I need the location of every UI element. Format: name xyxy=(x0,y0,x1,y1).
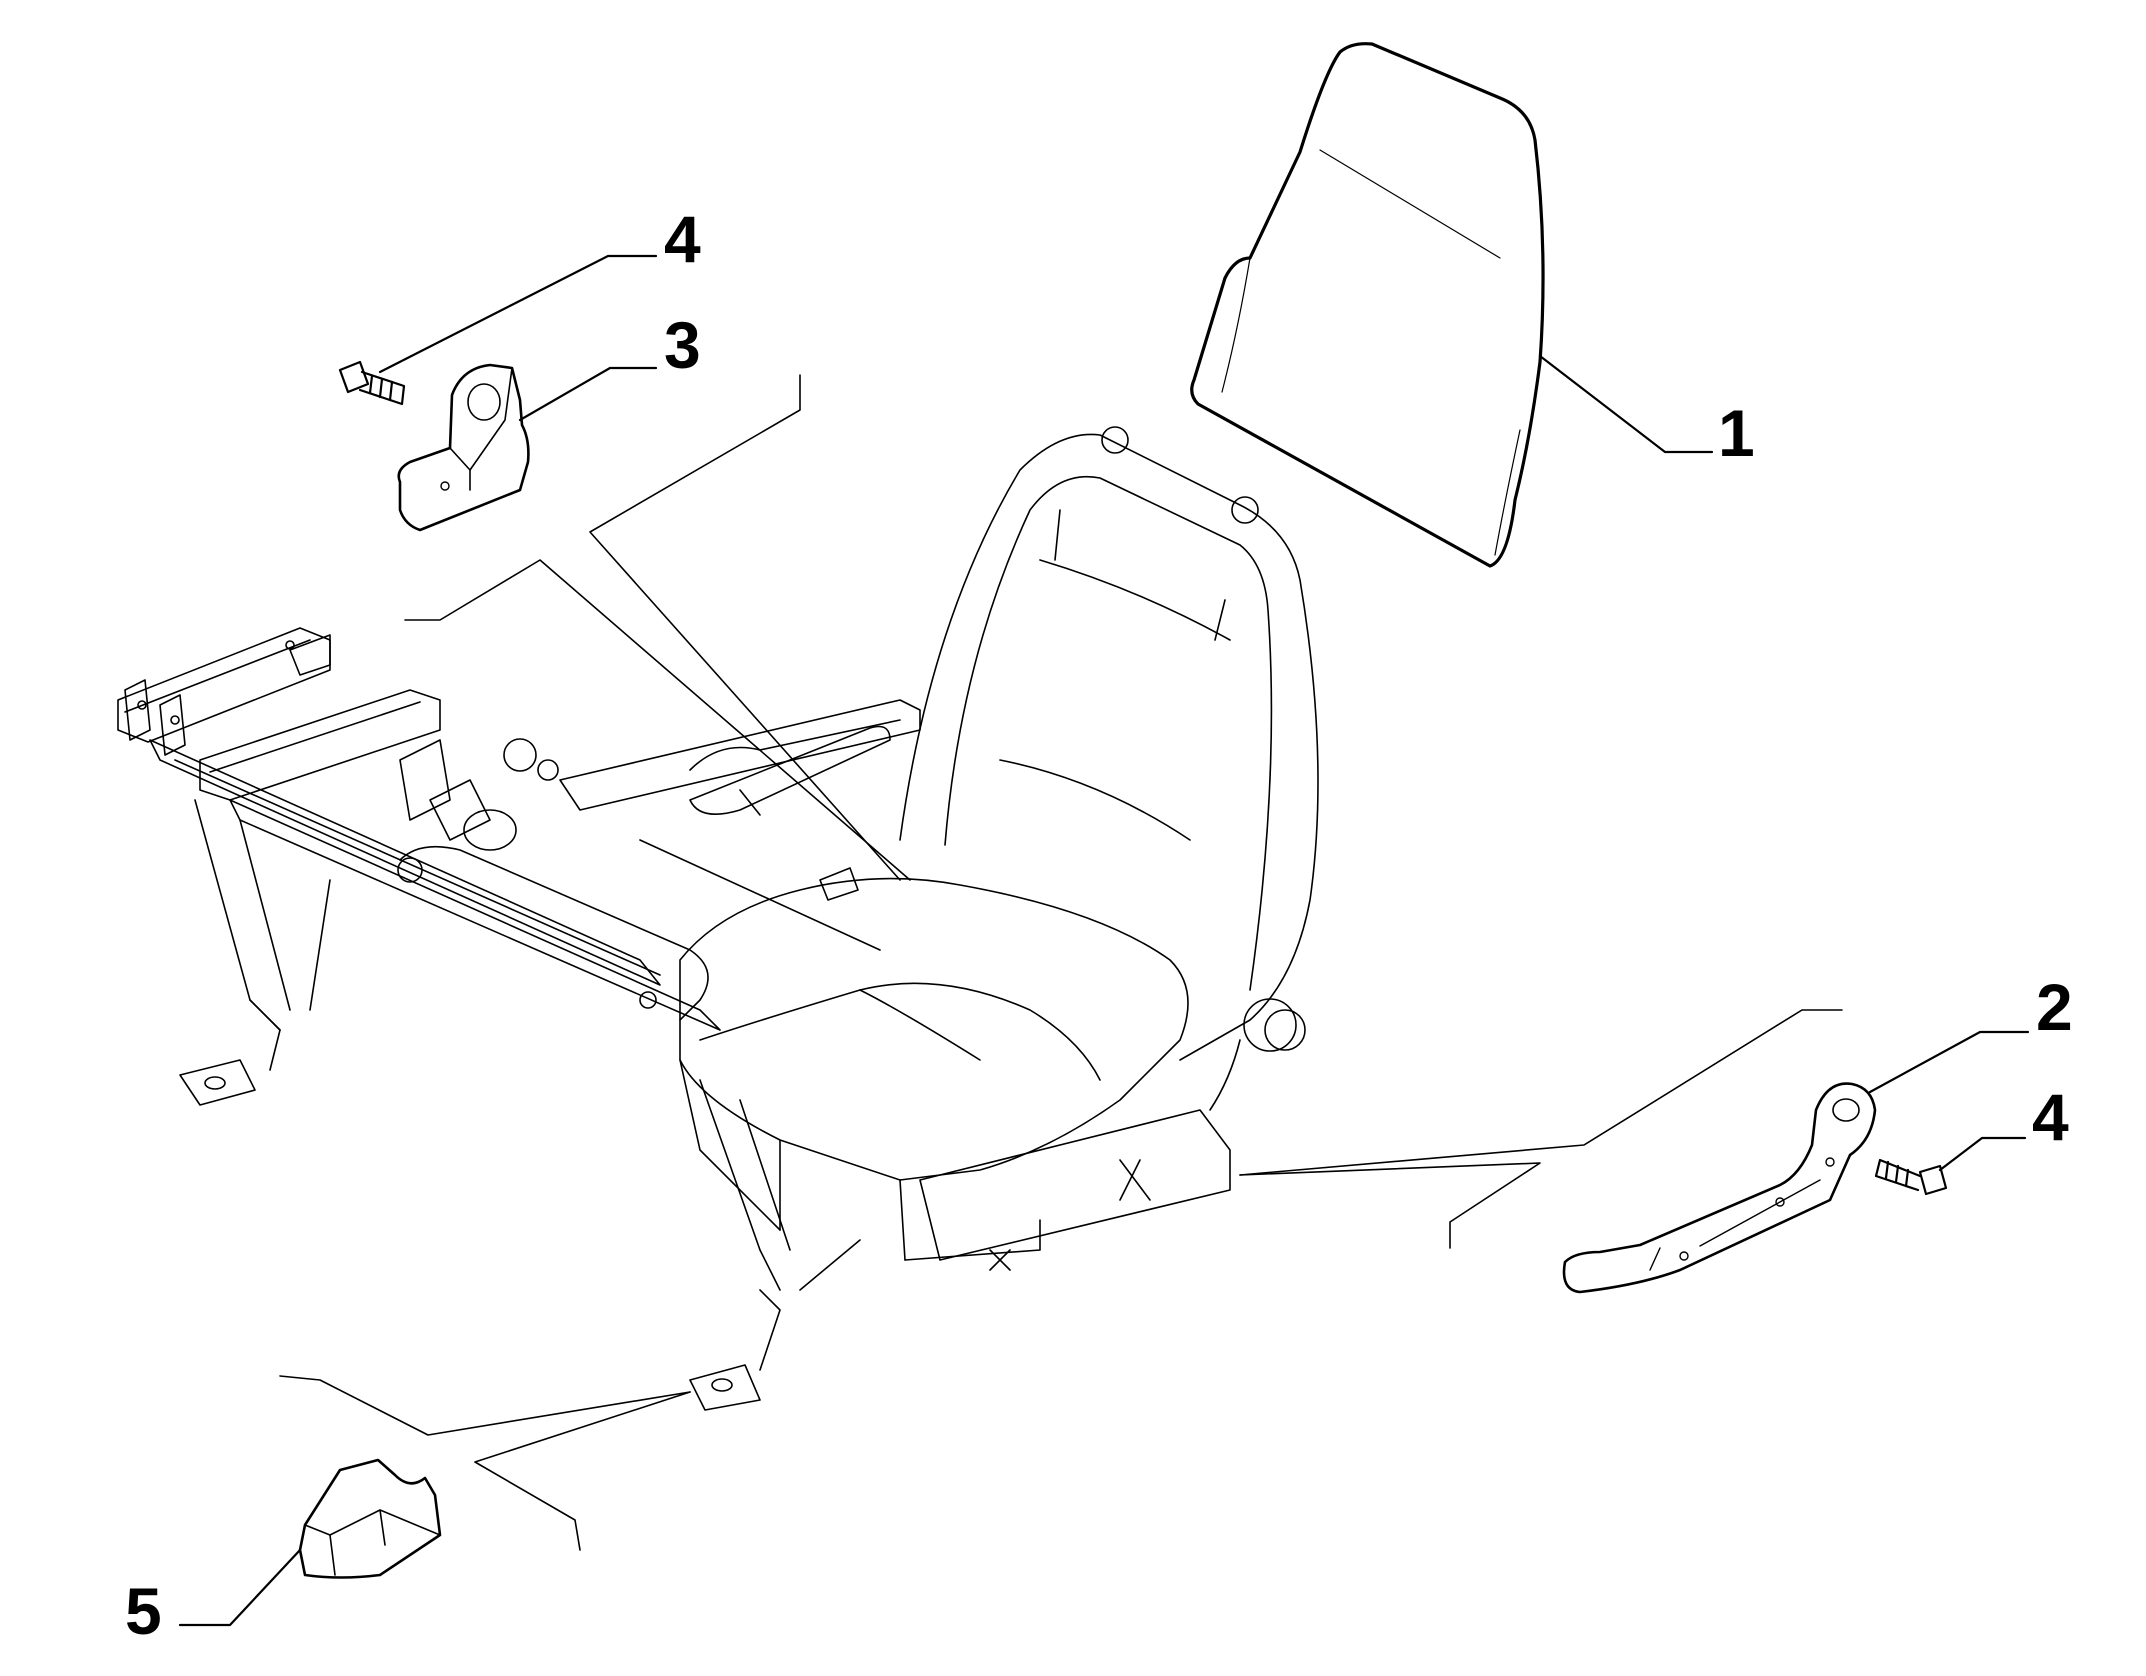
mounting-bracket-icon xyxy=(397,363,530,532)
part-3-mounting-bracket xyxy=(397,363,530,532)
callout-4-upper: 4 xyxy=(664,202,701,276)
callout-1: 1 xyxy=(1718,396,1755,470)
leader-lines xyxy=(178,254,2030,1627)
seat-backrest-panel-icon xyxy=(1190,42,1545,568)
seat-frame-icon xyxy=(117,627,921,1411)
side-trim-cover-icon xyxy=(1562,1082,1877,1294)
callout-5: 5 xyxy=(125,1574,162,1648)
part-4-bolt-upper xyxy=(338,360,406,406)
rail-end-cap-icon xyxy=(298,1458,442,1579)
part-4-bolt-lower xyxy=(1874,1158,1948,1196)
seat-assembly-icon xyxy=(679,426,1319,1271)
bolt-icon xyxy=(338,360,406,406)
callout-4-lower: 4 xyxy=(2032,1080,2069,1154)
part-1-backrest-panel xyxy=(1190,42,1545,568)
part-5-rail-end-cap xyxy=(298,1458,442,1579)
callout-2: 2 xyxy=(2036,970,2073,1044)
callout-3: 3 xyxy=(664,308,701,382)
bolt-icon xyxy=(1874,1158,1948,1196)
part-2-side-trim xyxy=(1562,1082,1877,1294)
